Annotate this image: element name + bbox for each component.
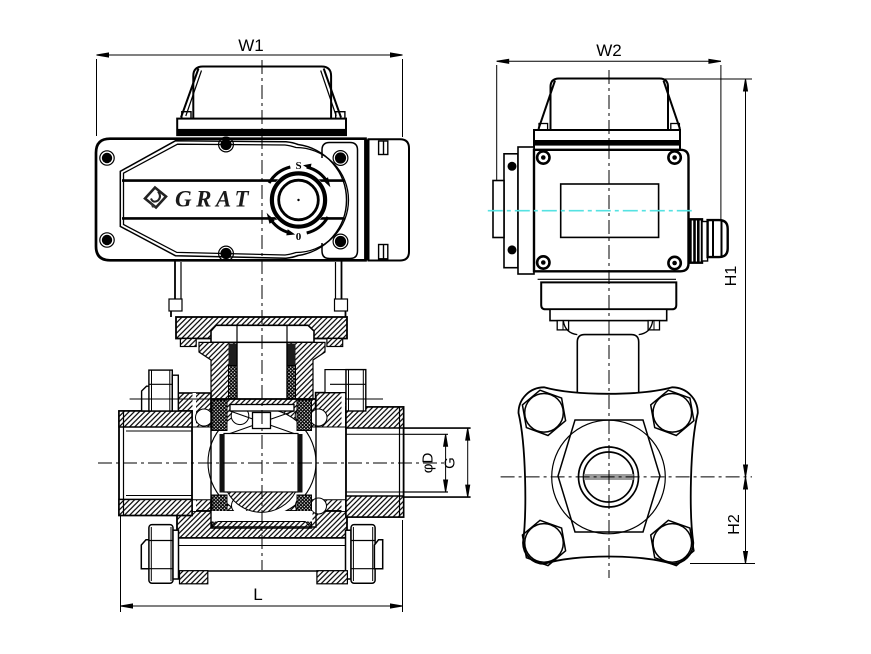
svg-text:L: L	[253, 585, 262, 604]
svg-text:S: S	[295, 160, 301, 172]
svg-text:W2: W2	[596, 41, 622, 60]
svg-text:H2: H2	[726, 514, 743, 535]
svg-text:0: 0	[296, 231, 302, 243]
svg-text:GRAT: GRAT	[175, 187, 253, 212]
svg-text:φD: φD	[420, 453, 437, 474]
svg-text:W1: W1	[238, 36, 264, 55]
svg-text:H1: H1	[723, 266, 740, 287]
svg-text:G: G	[442, 457, 459, 469]
